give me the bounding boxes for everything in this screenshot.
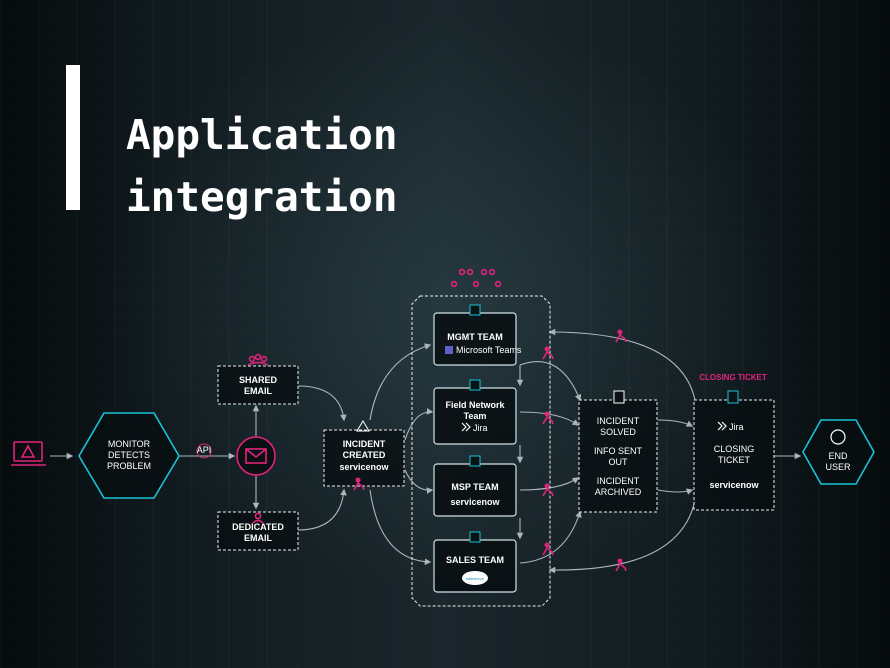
monitor-line-2: DETECTS [108,450,150,460]
ticket-icon [727,390,739,404]
shared-email-line-1: SHARED [239,375,278,385]
dedicated-email-line-1: DEDICATED [232,522,284,532]
msp-team-label: MSP TEAM [451,482,498,492]
server-racks-right [590,0,890,668]
end-user-line-2: USER [825,462,851,472]
closing-ticket-line-1: CLOSING [714,444,755,454]
status-line-5: INCIDENT [597,476,640,486]
monitor-line-1: MONITOR [108,439,151,449]
team-users-icon [450,268,502,288]
status-line-4: OUT [609,457,629,467]
field-network-line-2: Team [464,411,487,421]
user-circle-icon [830,429,846,445]
status-line-1: INCIDENT [597,416,640,426]
dedicated-email-node: DEDICATED EMAIL [217,511,299,551]
sales-team-node: SALES TEAM salesforce [433,531,517,593]
teams-label: Microsoft Teams [456,345,522,355]
title-line-2: integration [126,173,398,221]
shared-email-line-2: EMAIL [244,386,273,396]
field-network-team-node: Field Network Team Jira [433,379,517,445]
closing-ticket-line-2: TICKET [718,455,751,465]
salesforce-label: salesforce [466,576,485,581]
sales-team-label: SALES TEAM [446,555,504,565]
mgmt-team-label: MGMT TEAM [447,332,503,342]
status-line-6: ARCHIVED [595,487,642,497]
user-icon [252,512,264,524]
title-accent-bar [66,65,80,210]
servicenow-logo: servicenow [339,462,389,472]
teams-icon [445,346,453,354]
salesforce-icon [462,571,488,585]
closing-servicenow-logo: servicenow [709,480,759,490]
api-badge: API [196,443,212,459]
closing-jira-label: Jira [729,422,744,432]
users-icon [247,353,269,366]
closing-jira-icon [717,421,727,431]
status-line-2: SOLVED [600,427,636,437]
email-alert-icon [236,436,276,476]
laptop-alert-icon [11,441,46,466]
connectors [50,328,802,574]
msp-servicenow-logo: servicenow [450,497,500,507]
closing-ticket-node: CLOSING TICKET Jira CLOSING TICKET servi… [693,373,775,511]
closing-ticket-header: CLOSING TICKET [699,373,767,382]
incident-created-line-1: INCIDENT [343,439,386,449]
jira-label: Jira [473,423,488,433]
incident-created-node: INCIDENT CREATED servicenow [323,429,405,487]
warning-icon [356,420,370,432]
incident-created-line-2: CREATED [343,450,386,460]
jira-icon [461,422,471,432]
api-badge-label: API [197,445,212,455]
end-user-node: END USER [802,419,875,485]
worker-icon [542,346,554,360]
worker-icon [353,477,365,491]
dedicated-email-line-2: EMAIL [244,533,273,543]
monitor-line-3: PROBLEM [107,461,151,471]
monitor-node: MONITOR DETECTS PROBLEM [78,412,180,499]
worker-icon [542,483,554,497]
server-racks-left [0,0,300,668]
field-network-line-1: Field Network [445,400,505,410]
mgmt-team-node: MGMT TEAM Microsoft Teams [433,304,522,366]
status-node: INCIDENT SOLVED INFO SENT OUT INCIDENT A… [578,390,658,513]
end-user-line-1: END [828,451,848,461]
team-group [411,295,551,607]
title-line-1: Application [126,111,398,159]
msp-team-node: MSP TEAM servicenow [433,455,517,517]
worker-icon [615,558,627,572]
shared-email-node: SHARED EMAIL [217,365,299,405]
worker-icons [353,329,627,572]
worker-icon [615,329,627,343]
worker-icon [542,411,554,425]
page-title: Application integration [126,104,546,228]
worker-icon [542,542,554,556]
checklist-icon [613,390,625,404]
status-line-3: INFO SENT [594,446,643,456]
